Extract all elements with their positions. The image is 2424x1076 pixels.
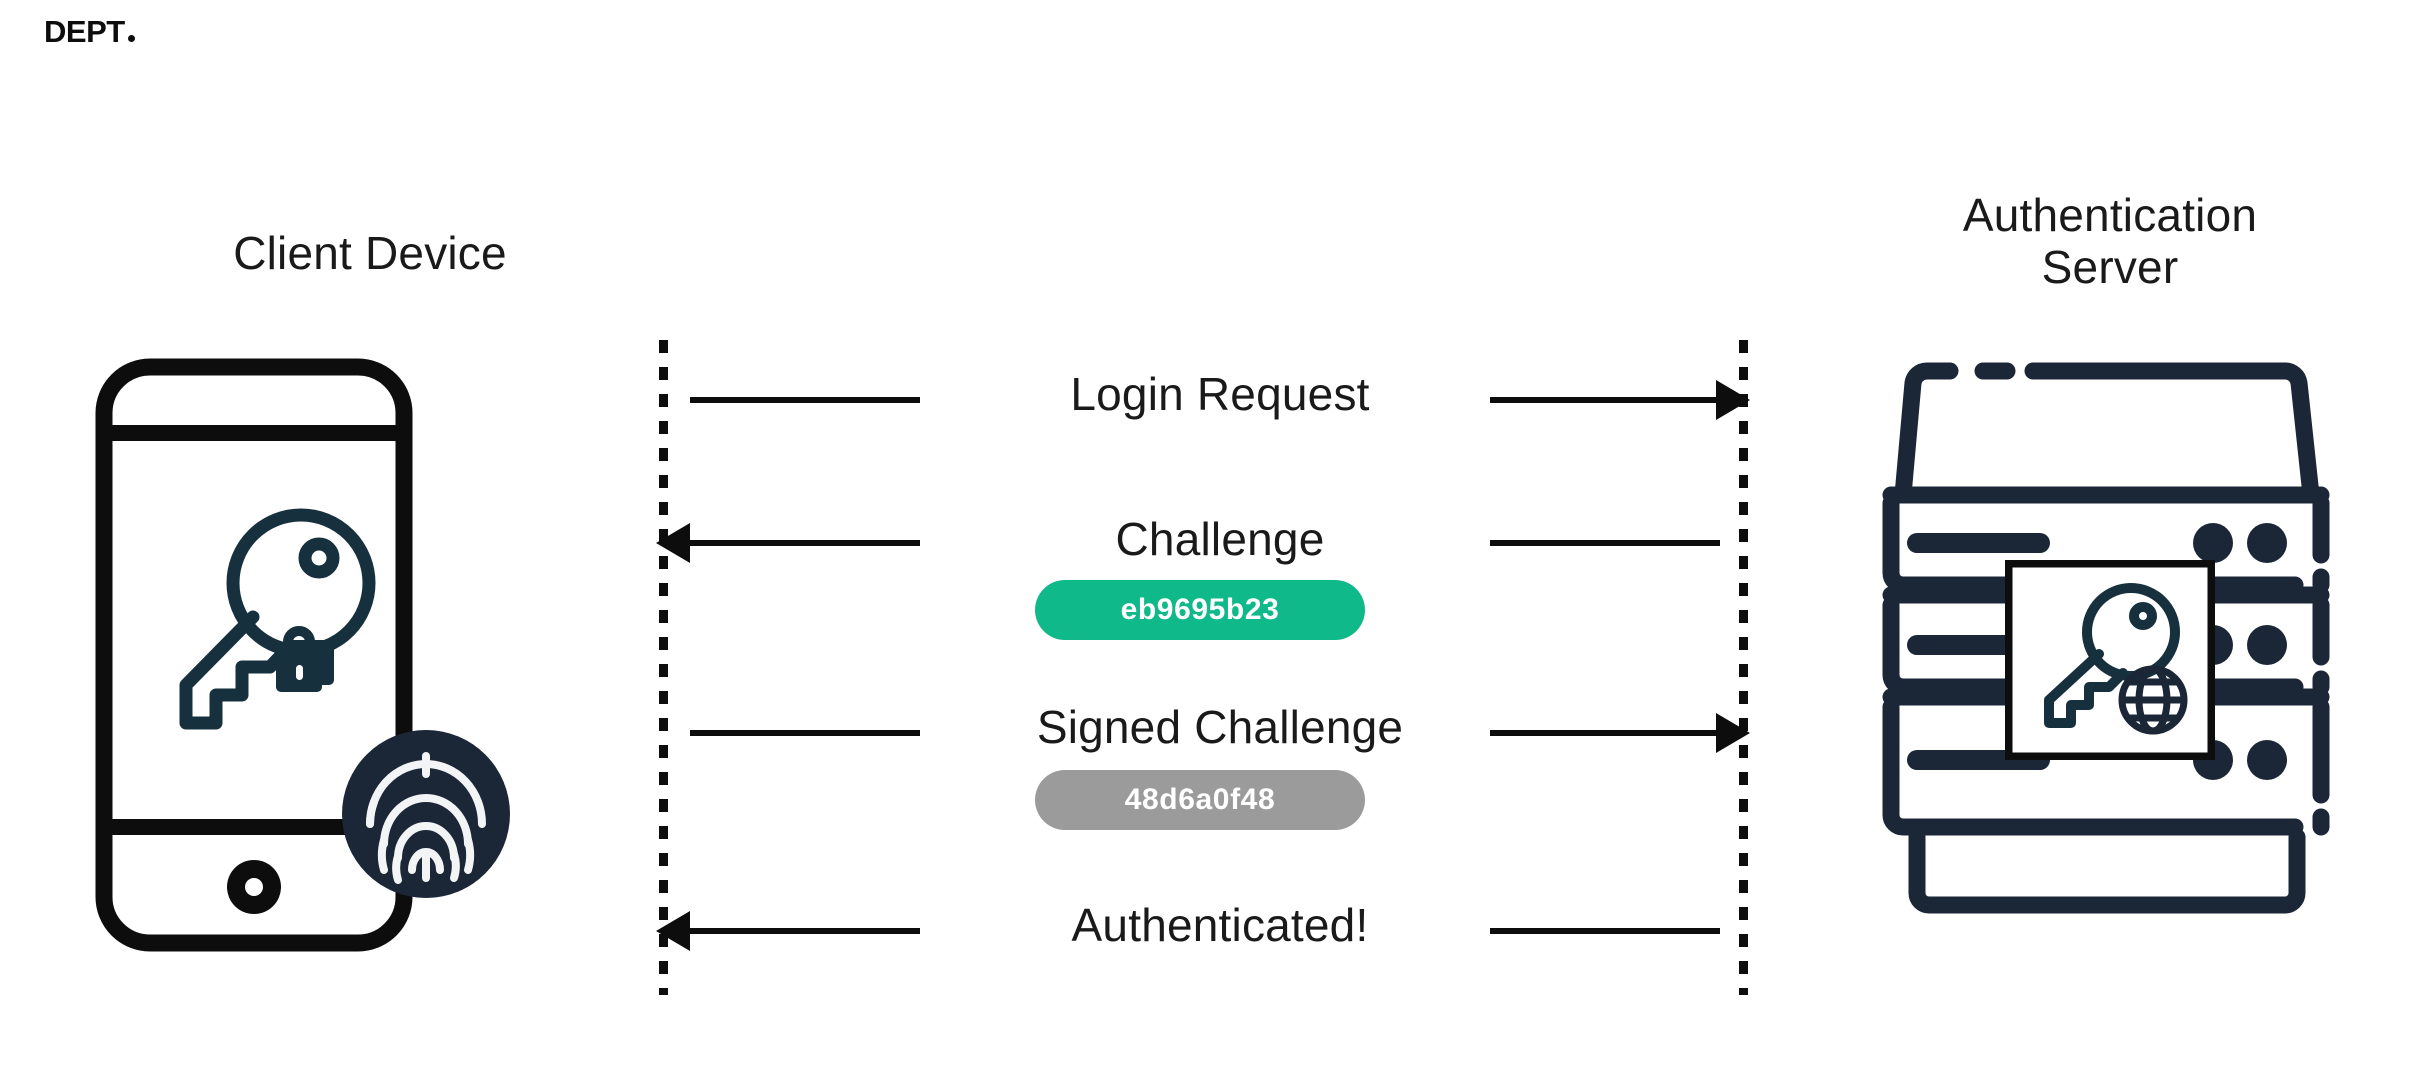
- auth-server-title-line2: Server: [2041, 240, 2179, 293]
- dept-logo-dot: [127, 35, 135, 42]
- dept-logo-text: DEPT: [44, 14, 125, 49]
- arrowhead-right-0: [1716, 380, 1750, 420]
- challenge-badge: eb9695b23: [1035, 580, 1365, 640]
- message-line-right-2: [1490, 730, 1720, 736]
- message-line-right-0: [1490, 397, 1720, 403]
- message-label-1: Challenge: [1115, 513, 1325, 565]
- message-label-2: Signed Challenge: [1036, 701, 1404, 753]
- auth-server-title-line1: Authentication: [1962, 189, 2258, 241]
- client-lifeline: [659, 340, 668, 995]
- message-line-right-1: [1490, 540, 1720, 546]
- message-label-0: Login Request: [1070, 368, 1370, 420]
- message-line-left-3: [690, 928, 920, 934]
- smartphone-key-lock-icon: [90, 355, 510, 955]
- message-line-left-0: [690, 397, 920, 403]
- arrowhead-left-3: [656, 911, 690, 951]
- arrowhead-left-1: [656, 523, 690, 563]
- message-label-3: Authenticated!: [1071, 899, 1369, 951]
- dept-logo: DEPT: [44, 14, 135, 50]
- message-line-right-3: [1490, 928, 1720, 934]
- signed-challenge-badge: 48d6a0f48: [1035, 770, 1365, 830]
- server-rack-icon: [1855, 355, 2355, 925]
- server-lifeline: [1739, 340, 1748, 995]
- key-globe-icon: [2001, 556, 2219, 764]
- client-device-title: Client Device: [233, 227, 507, 279]
- message-line-left-2: [690, 730, 920, 736]
- message-line-left-1: [690, 540, 920, 546]
- arrowhead-right-2: [1716, 713, 1750, 753]
- auth-server-title: Authentication Server: [1830, 189, 2390, 293]
- fingerprint-icon: [340, 728, 512, 900]
